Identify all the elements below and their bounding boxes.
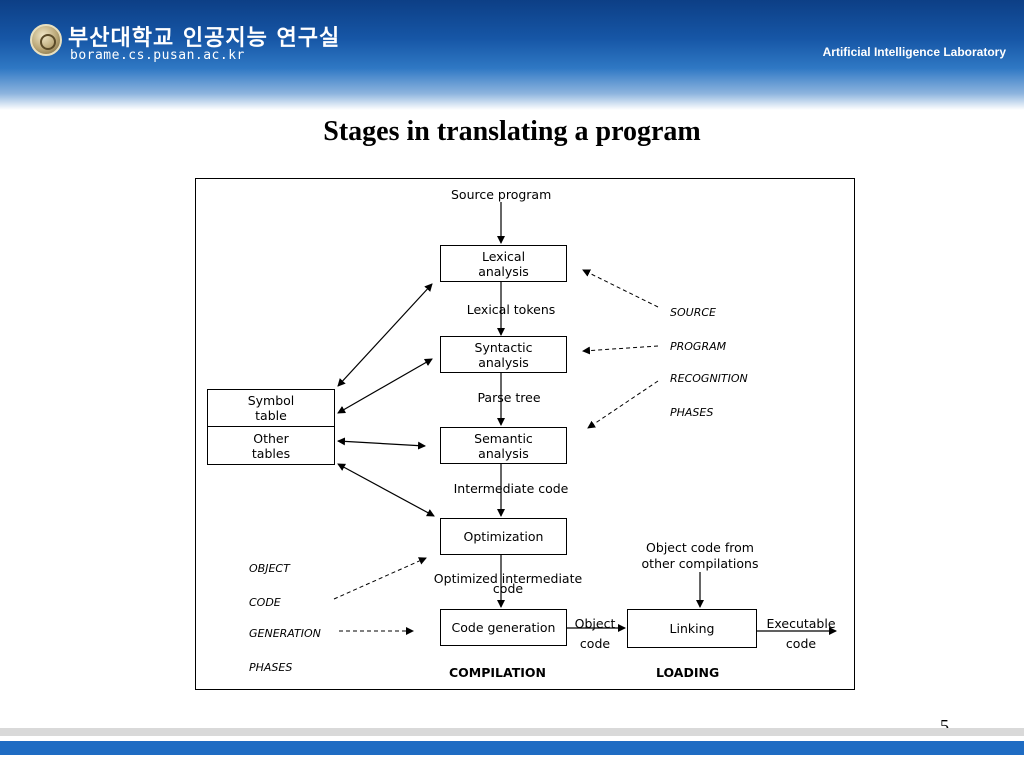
- optimized-intermediate-label-1: Optimized intermediate: [433, 571, 583, 586]
- compilation-label: COMPILATION: [449, 665, 546, 680]
- optimized-intermediate-label-2: code: [492, 581, 524, 596]
- recognition-phase-word-phases: PHASES: [670, 406, 714, 419]
- page-number: 5: [940, 716, 949, 736]
- semantic-analysis-label-1: Semantic: [474, 430, 533, 446]
- object-code-label-2: code: [579, 636, 611, 651]
- university-seal-icon: [30, 24, 62, 56]
- executable-code-label: Executable code: [759, 614, 843, 654]
- generation-phase-word-code: CODE: [249, 596, 281, 609]
- lexical-analysis-label-2: analysis: [478, 263, 529, 279]
- source-program-label: Source program: [451, 187, 552, 202]
- arrow-tables-optimization: [337, 463, 435, 517]
- lexical-tokens-label: Lexical tokens: [466, 302, 556, 317]
- dashed-arrow-to-lexical: [582, 269, 659, 308]
- footer-stripe-gray: [0, 728, 1024, 736]
- dashed-arrow-to-optimization: [333, 557, 427, 600]
- linking-label: Linking: [669, 621, 715, 636]
- optimization-label: Optimization: [463, 529, 544, 544]
- object-code-label: Object code: [567, 614, 623, 654]
- lab-url: borame.cs.pusan.ac.kr: [70, 48, 245, 63]
- linking-box: Linking: [627, 609, 757, 648]
- generation-phase-word-object: OBJECT: [249, 562, 290, 575]
- arrow-symbol-lexical: [337, 283, 433, 387]
- object-code-from-label-2: other compilations: [641, 556, 759, 571]
- optimization-box: Optimization: [440, 518, 567, 555]
- executable-code-label-2: code: [785, 636, 817, 651]
- lab-name-english: Artificial Intelligence Laboratory: [822, 45, 1006, 59]
- intermediate-code-label: Intermediate code: [453, 481, 569, 496]
- syntactic-analysis-label-1: Syntactic: [474, 339, 533, 355]
- lab-name-korean: 부산대학교 인공지능 연구실: [68, 26, 341, 51]
- arrow-symbol-syntactic: [337, 358, 433, 414]
- dashed-arrow-to-semantic: [587, 380, 659, 429]
- lexical-analysis-label-1: Lexical: [481, 248, 526, 264]
- semantic-analysis-label-2: analysis: [478, 445, 529, 461]
- slide-title: Stages in translating a program: [323, 116, 701, 147]
- slide-header-banner: 부산대학교 인공지능 연구실 borame.cs.pusan.ac.kr Art…: [0, 0, 1024, 110]
- arrow-tables-semantic: [337, 437, 426, 450]
- generation-phase-word-phases: PHASES: [249, 661, 293, 674]
- object-code-label-1: Object: [574, 616, 616, 631]
- syntactic-analysis-label-2: analysis: [478, 354, 529, 370]
- loading-label: LOADING: [656, 665, 720, 680]
- parse-tree-label: Parse tree: [477, 390, 541, 405]
- other-tables-label-1: Other: [253, 430, 289, 446]
- recognition-phase-word-program: PROGRAM: [670, 340, 727, 353]
- recognition-phase-word-source: SOURCE: [670, 306, 716, 319]
- code-generation-box: Code generation: [440, 609, 567, 646]
- footer-stripe-blue: [0, 741, 1024, 755]
- code-generation-label: Code generation: [451, 620, 556, 635]
- symbol-table-label-2: table: [255, 408, 287, 423]
- diagram-connectors: [333, 202, 837, 635]
- object-code-from-label-1: Object code from: [646, 540, 754, 555]
- other-tables-label-2: tables: [251, 445, 291, 461]
- dashed-arrow-to-syntactic: [582, 345, 659, 355]
- recognition-phase-word-recognition: RECOGNITION: [670, 372, 748, 385]
- generation-phase-word-generation: GENERATION: [249, 627, 321, 640]
- symbol-table-label-1: Symbol: [247, 393, 295, 408]
- executable-code-label-1: Executable: [766, 616, 836, 631]
